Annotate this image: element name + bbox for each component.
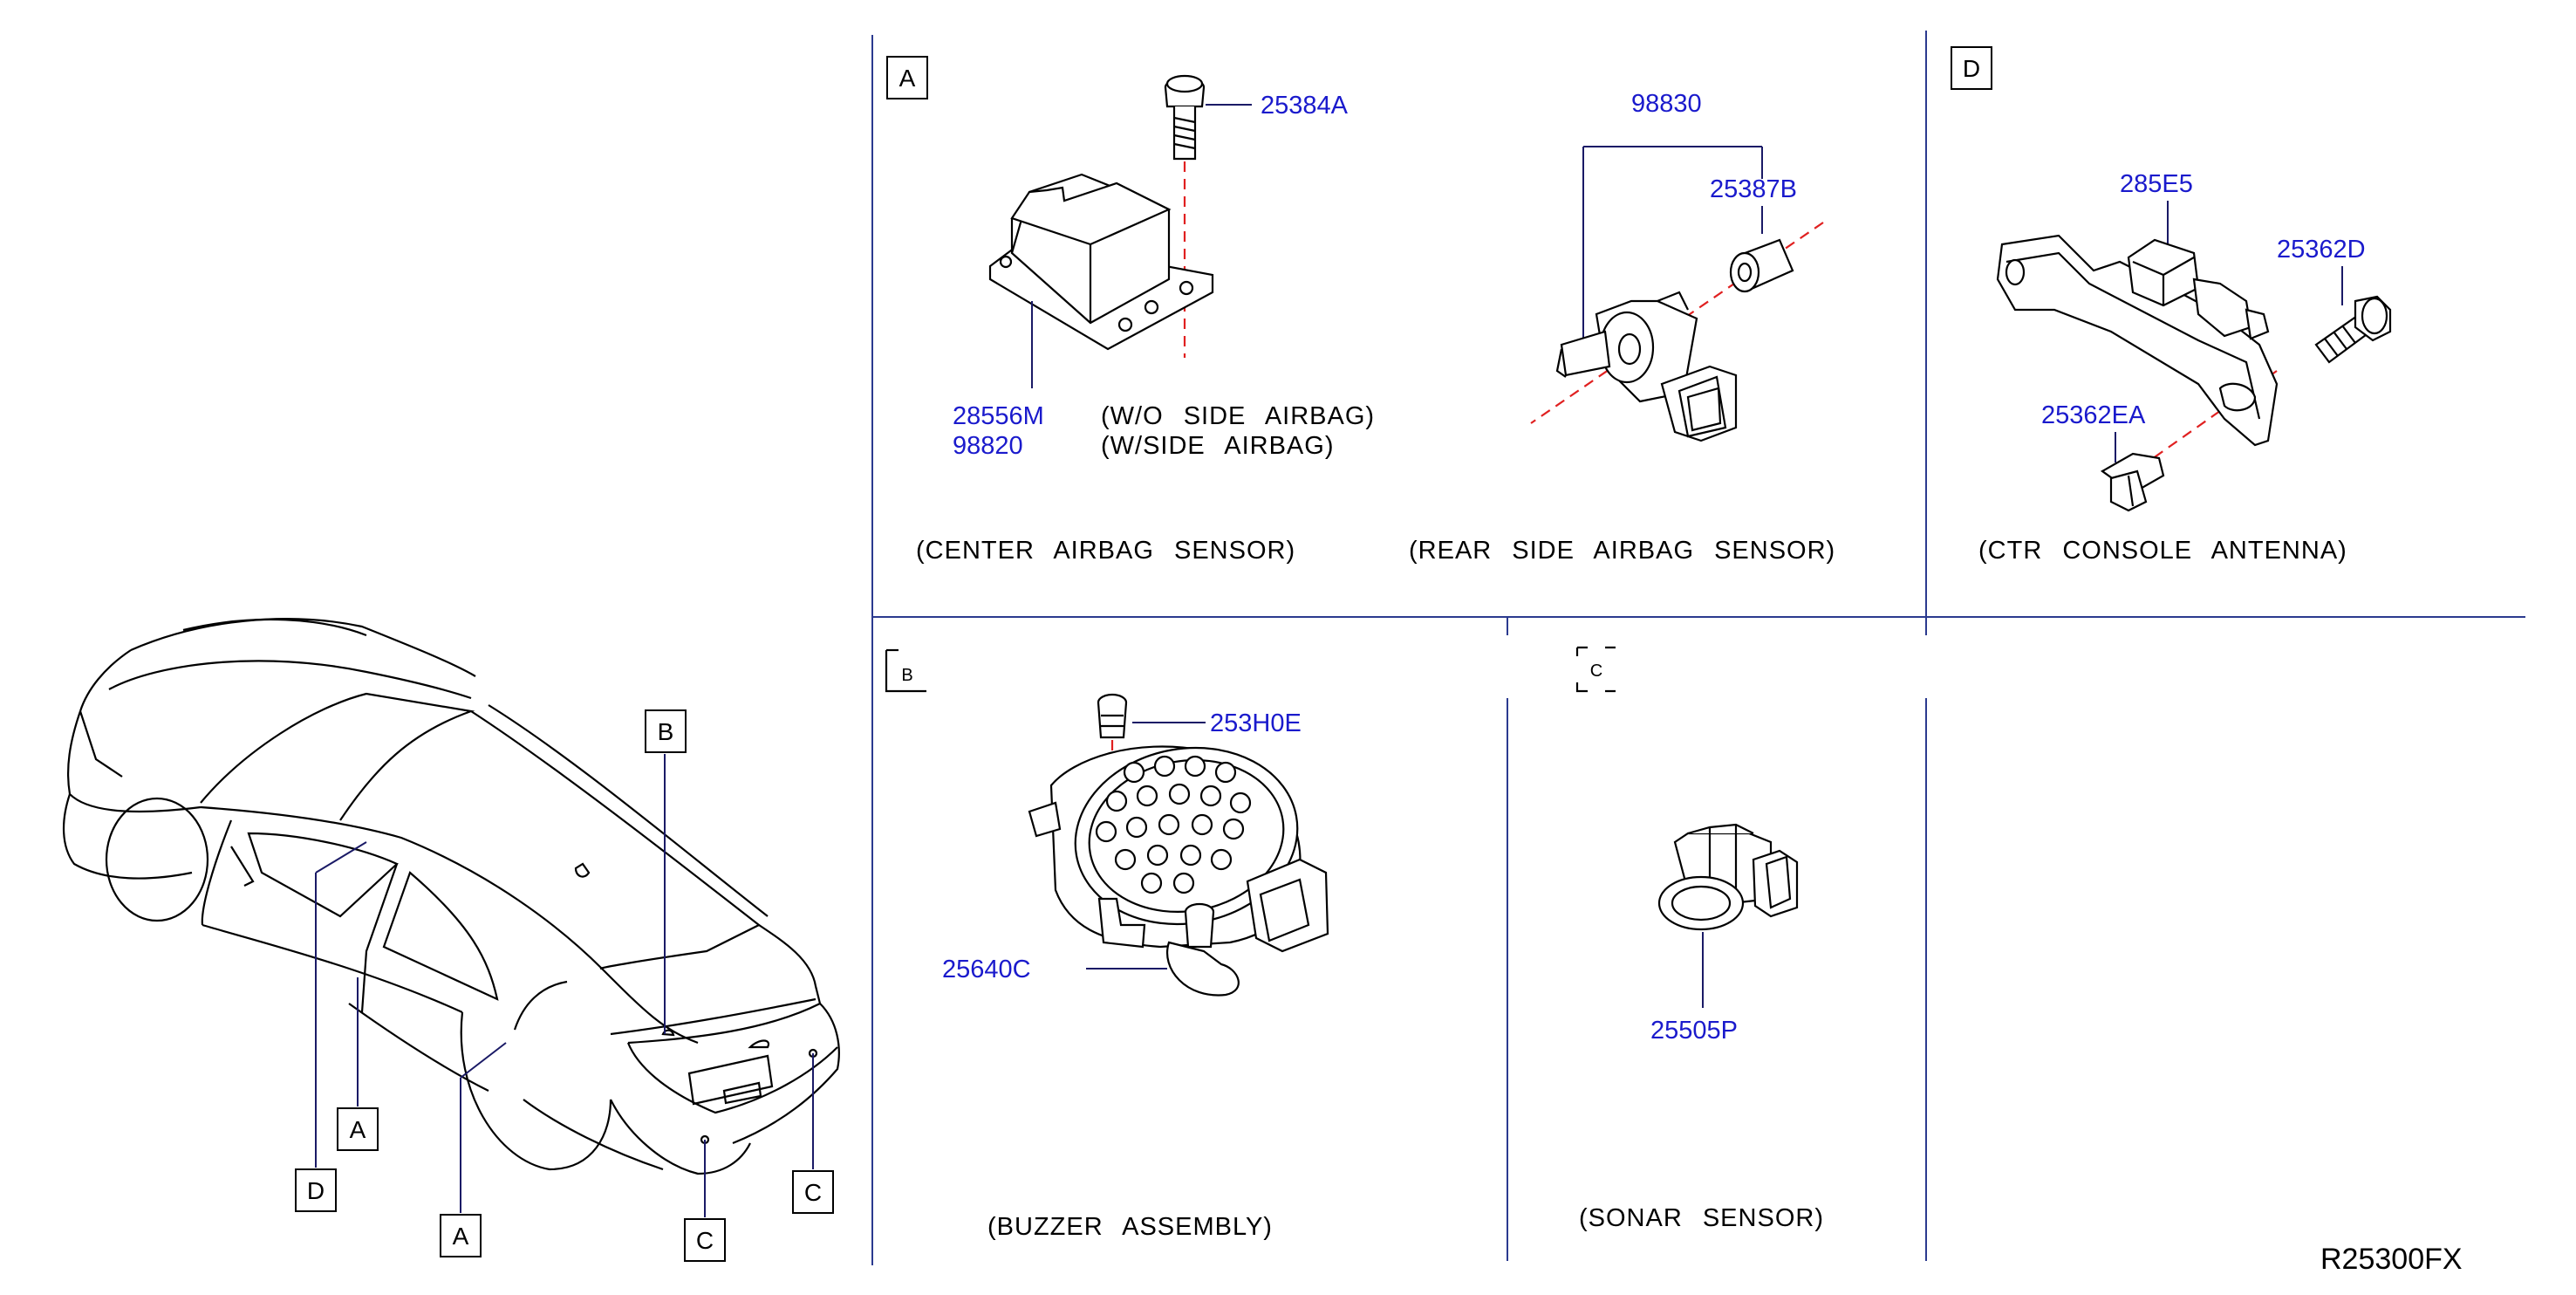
part-28556m[interactable]: 28556M: [953, 402, 1044, 430]
clip-253h0e-icon: [1097, 693, 1128, 739]
part-25362d[interactable]: 25362D: [2277, 236, 2366, 264]
rear-side-airbag-sensor-icon: [1555, 291, 1738, 442]
panel-a-tag: A: [886, 56, 928, 99]
buzzer-holes: [1095, 755, 1252, 894]
part-25640c[interactable]: 25640C: [942, 956, 1031, 983]
callout-d[interactable]: D: [295, 1168, 337, 1212]
note-w-side-airbag: (W/SIDE AIRBAG): [1101, 432, 1334, 460]
panel-d-tag: D: [1951, 46, 1992, 90]
callout-d-label: D: [307, 1177, 325, 1204]
panel-b-tag: B: [885, 648, 926, 693]
part-25505p[interactable]: 25505P: [1650, 1017, 1738, 1045]
car-callout-leaders: [315, 754, 814, 1217]
part-253h0e[interactable]: 253H0E: [1210, 709, 1302, 737]
center-airbag-sensor-icon: [988, 173, 1214, 351]
caption-sonar-sensor: (SONAR SENSOR): [1579, 1204, 1824, 1232]
svg-text:D: D: [1963, 55, 1980, 82]
svg-text:A: A: [899, 65, 916, 92]
callout-a-door-label: A: [350, 1116, 366, 1143]
panel-c-tag: C: [1575, 646, 1616, 693]
ctr-console-antenna-icon: [1996, 234, 2279, 447]
panel-rear-side: 98830 25387B (REAR SIDE AIRBAG SENSOR): [1409, 90, 1835, 565]
caption-buzzer-assembly: (BUZZER ASSEMBLY): [987, 1213, 1273, 1241]
callout-c-center[interactable]: C: [684, 1218, 726, 1262]
part-285e5[interactable]: 285E5: [2120, 170, 2193, 198]
caption-center-airbag-sensor: (CENTER AIRBAG SENSOR): [916, 537, 1295, 565]
part-98820[interactable]: 98820: [953, 432, 1023, 460]
collar-25387b-icon: [1729, 238, 1794, 293]
caption-ctr-console-antenna: (CTR CONSOLE ANTENNA): [1978, 537, 2347, 565]
clip-25362ea-icon: [2100, 452, 2165, 512]
panel-dividers: [871, 31, 2525, 1265]
note-wo-side-airbag: (W/O SIDE AIRBAG): [1101, 402, 1375, 430]
callout-c-center-label: C: [696, 1227, 714, 1254]
svg-text:C: C: [1590, 661, 1602, 681]
panel-c: C 25505P (SONAR SENSOR): [1575, 646, 1824, 1232]
callout-c-corner-label: C: [804, 1179, 822, 1206]
callout-a-floor-label: A: [453, 1223, 469, 1250]
part-98830[interactable]: 98830: [1631, 90, 1702, 118]
drawing-reference: R25300FX: [2320, 1243, 2463, 1276]
svg-text:B: B: [901, 666, 912, 685]
sonar-sensor-icon: [1657, 823, 1799, 931]
part-25387b[interactable]: 25387B: [1710, 175, 1797, 203]
caption-rear-side-airbag-sensor: (REAR SIDE AIRBAG SENSOR): [1409, 537, 1835, 565]
buzzer-assembly-icon: [1028, 745, 1329, 997]
vehicle-overview: [63, 618, 840, 1175]
part-25384a[interactable]: 25384A: [1261, 92, 1349, 120]
panel-d: D 285E5 25362D 25362EA: [1951, 46, 2392, 565]
part-25362ea[interactable]: 25362EA: [2041, 401, 2146, 429]
callout-a-door[interactable]: A: [337, 1107, 379, 1151]
callout-b[interactable]: B: [645, 709, 687, 753]
callout-a-floor[interactable]: A: [440, 1214, 482, 1257]
callout-b-label: B: [658, 718, 674, 745]
panel-a: A 25384A 28556M 98820 (W/O SIDE AIRBAG): [886, 56, 1375, 565]
callout-c-corner[interactable]: C: [792, 1170, 834, 1214]
bolt-25384a-icon: [1164, 74, 1206, 161]
bolt-25362d-icon: [2314, 295, 2392, 364]
panel-b: B 253H0E: [885, 648, 1329, 1241]
